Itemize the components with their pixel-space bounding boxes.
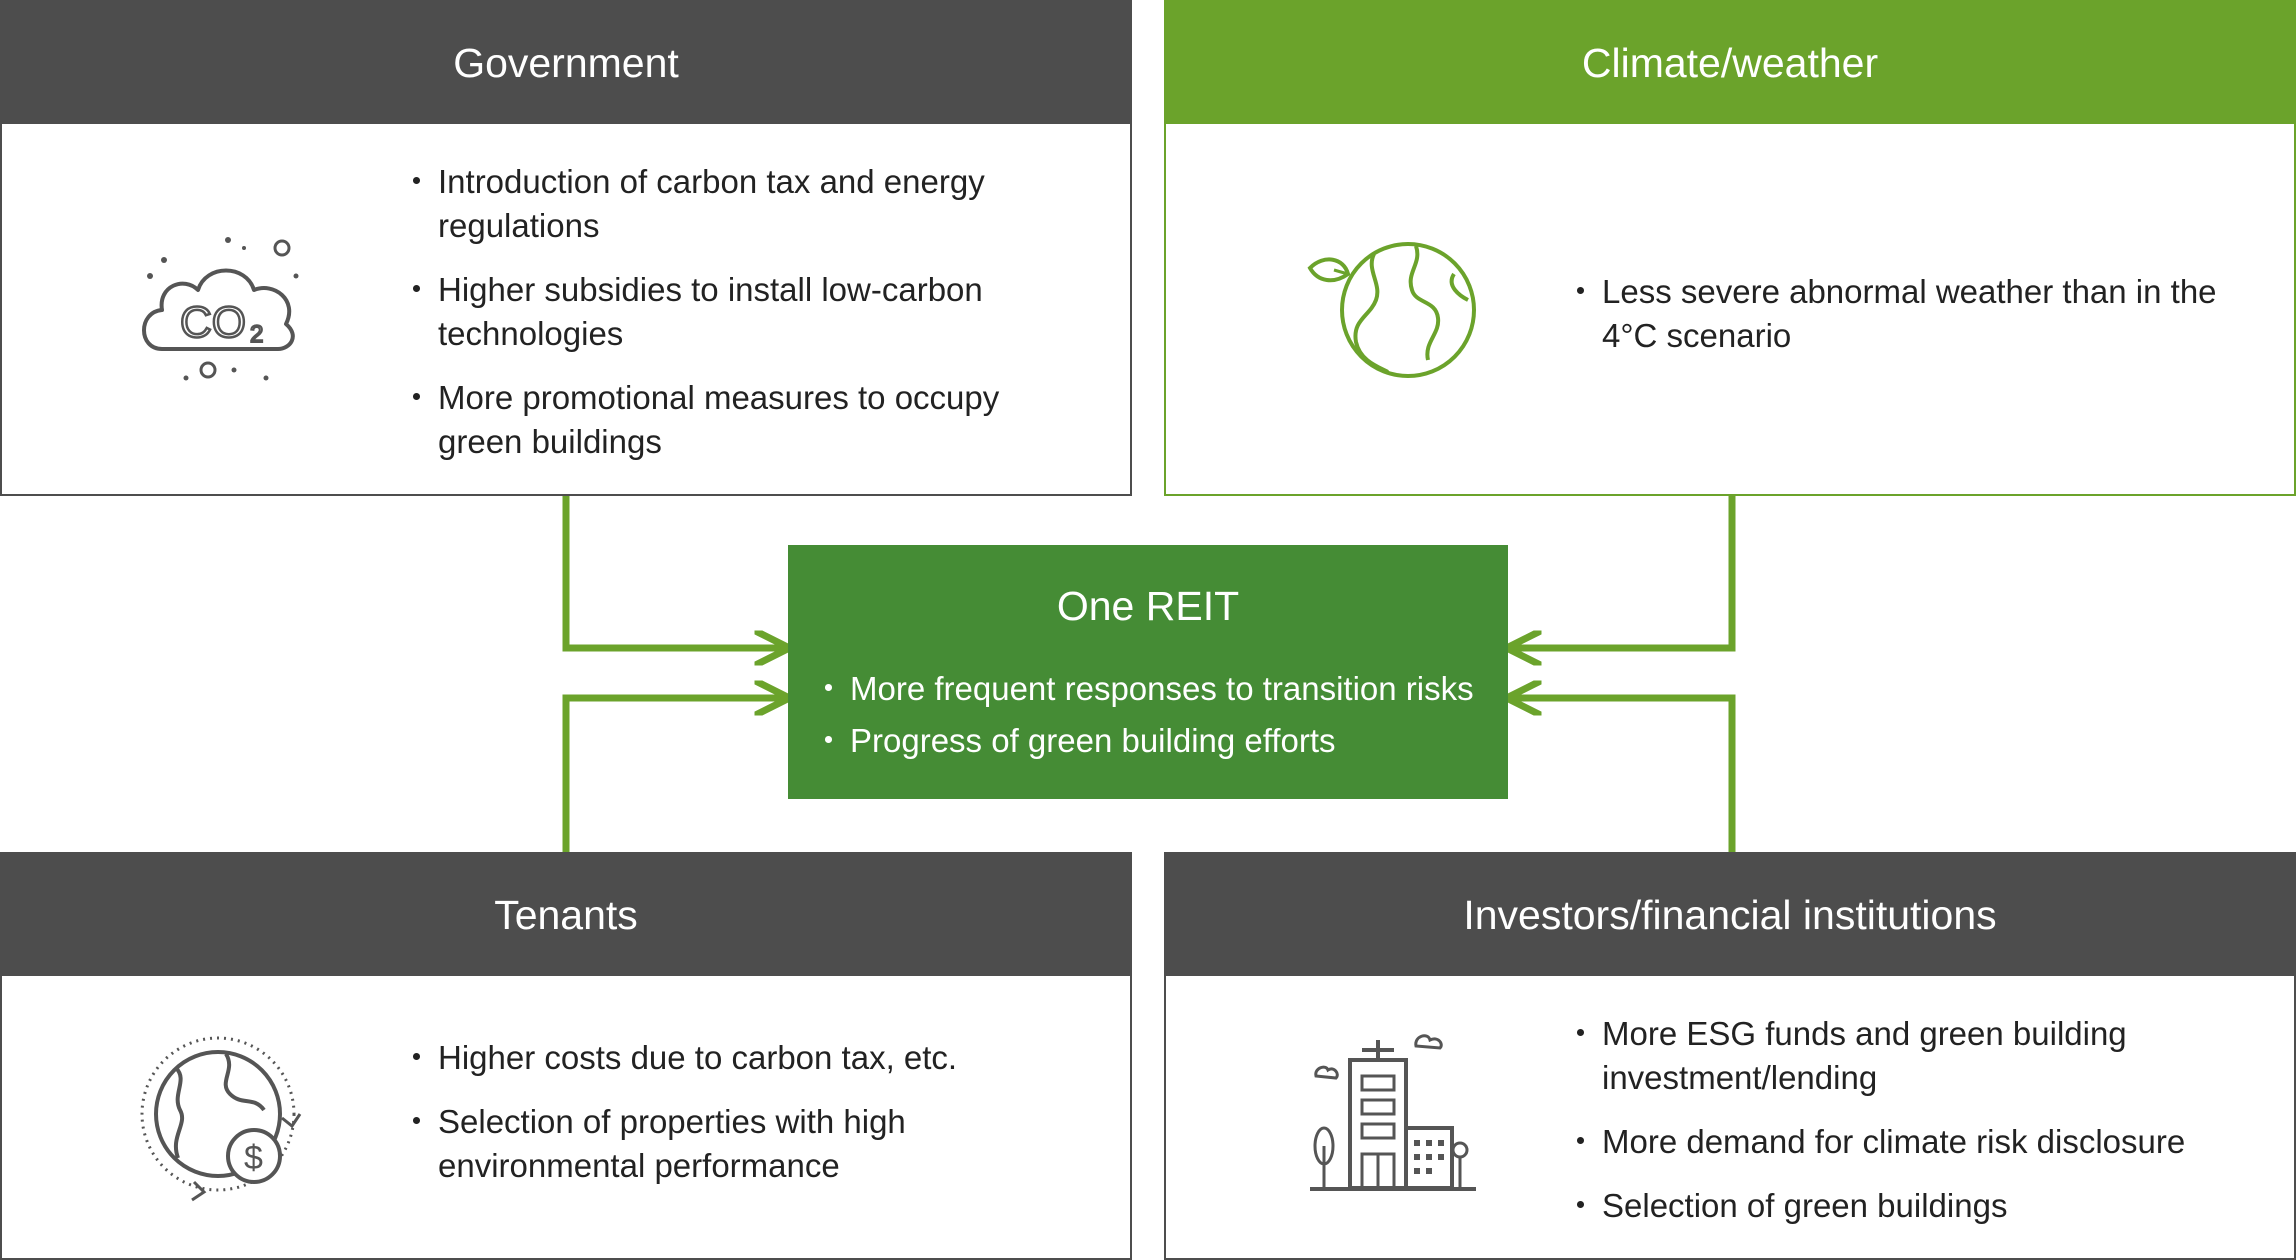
arrow-climate-to-center xyxy=(1510,496,1736,648)
investors-box: Investors/financial institutions xyxy=(1164,852,2296,1260)
climate-title: Climate/weather xyxy=(1166,2,2294,124)
arrow-government-to-center xyxy=(562,496,786,648)
one-reit-box: One REIT More frequent responses to tran… xyxy=(788,545,1508,799)
svg-text:$: $ xyxy=(244,1139,263,1177)
list-item: Higher subsidies to install low-carbon t… xyxy=(400,268,1054,356)
city-building-icon xyxy=(1310,1034,1476,1191)
one-reit-bullets: More frequent responses to transition ri… xyxy=(812,667,1506,783)
arrow-tenants-to-center xyxy=(562,698,786,852)
list-item: Higher costs due to carbon tax, etc. xyxy=(400,1036,1054,1080)
tenants-box: Tenants $ Higher costs due to carbon tax… xyxy=(0,852,1132,1260)
government-title: Government xyxy=(2,2,1130,124)
list-item: More frequent responses to transition ri… xyxy=(812,667,1506,711)
climate-box: Climate/weather Less severe abnormal wea… xyxy=(1164,0,2296,496)
arrow-investors-to-center xyxy=(1510,698,1736,852)
list-item: More promotional measures to occupy gree… xyxy=(400,376,1054,464)
government-box: Government CO 2 Introduction of carbon t… xyxy=(0,0,1132,496)
list-item: Selection of properties with high enviro… xyxy=(400,1100,1054,1188)
globe-dollar-icon: $ xyxy=(140,1036,302,1202)
tenants-title: Tenants xyxy=(2,854,1130,976)
list-item: Introduction of carbon tax and energy re… xyxy=(400,160,1054,248)
svg-text:CO: CO xyxy=(180,298,246,347)
list-item: Progress of green building efforts xyxy=(812,719,1506,763)
one-reit-title: One REIT xyxy=(1056,583,1240,629)
climate-bullets: Less severe abnormal weather than in the… xyxy=(1564,270,2258,378)
investors-bullets: More ESG funds and green building invest… xyxy=(1564,1012,2258,1248)
co2-cloud-icon: CO 2 xyxy=(142,237,299,381)
investors-title: Investors/financial institutions xyxy=(1166,854,2294,976)
list-item: Less severe abnormal weather than in the… xyxy=(1564,270,2258,358)
government-bullets: Introduction of carbon tax and energy re… xyxy=(400,160,1054,484)
tenants-bullets: Higher costs due to carbon tax, etc. Sel… xyxy=(400,1036,1054,1208)
svg-text:2: 2 xyxy=(250,321,263,348)
earth-leaf-icon xyxy=(1307,242,1476,378)
list-item: More demand for climate risk disclosure xyxy=(1564,1120,2258,1164)
list-item: More ESG funds and green building invest… xyxy=(1564,1012,2258,1100)
list-item: Selection of green buildings xyxy=(1564,1184,2258,1228)
